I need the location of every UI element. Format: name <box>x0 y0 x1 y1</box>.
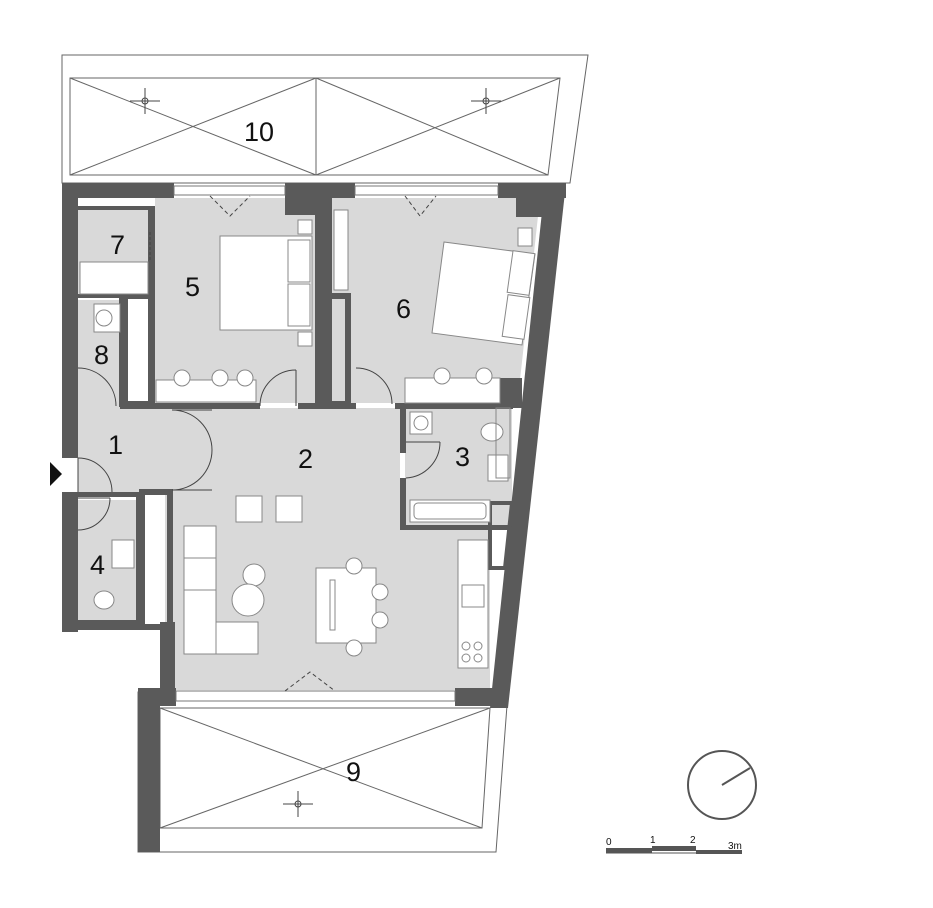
scale-label-2: 2 <box>690 835 696 846</box>
scale-label-0: 0 <box>606 837 612 848</box>
room-label-10: 10 <box>244 117 274 147</box>
floor-drain-icon <box>130 88 501 114</box>
furniture <box>79 209 536 669</box>
terrace-10 <box>61 54 589 184</box>
scale-label-1: 1 <box>650 835 656 846</box>
room-label-3: 3 <box>455 442 470 472</box>
doors <box>77 195 441 692</box>
room-label-7: 7 <box>110 230 125 260</box>
room-label-4: 4 <box>90 550 105 580</box>
entrance-arrow-icon <box>50 462 62 486</box>
room-label-8: 8 <box>94 340 109 370</box>
room-label-6: 6 <box>396 294 411 324</box>
room-label-9: 9 <box>346 757 361 787</box>
room-label-1: 1 <box>108 430 123 460</box>
room-labels: 1 2 3 4 5 6 7 8 9 10 <box>90 117 470 787</box>
windows <box>173 185 499 702</box>
terrace-9 <box>137 691 509 853</box>
room-label-2: 2 <box>298 444 313 474</box>
scale-bar: 0 1 2 3m <box>606 835 742 854</box>
scale-label-3m: 3m <box>728 841 742 852</box>
room-label-5: 5 <box>185 272 200 302</box>
walls <box>62 183 566 852</box>
floor-drain-icon <box>283 791 313 817</box>
north-arrow-icon <box>687 750 757 820</box>
